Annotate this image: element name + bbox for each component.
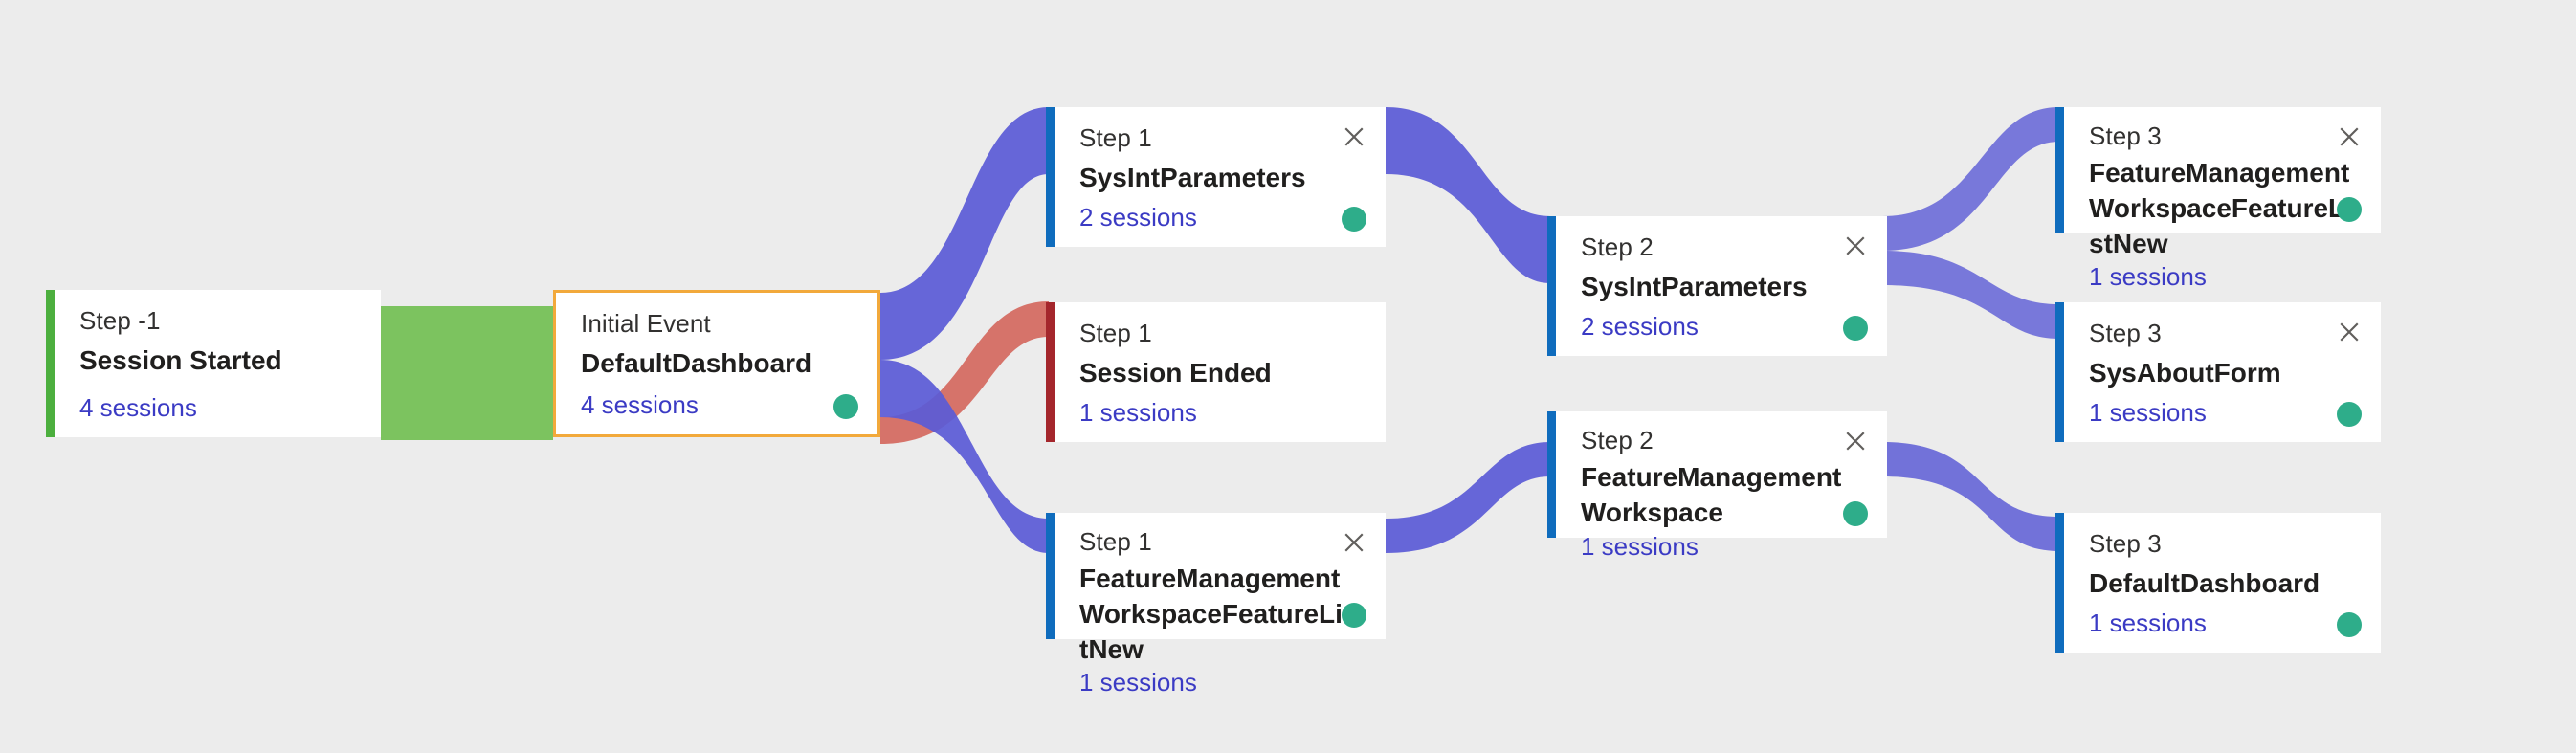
status-dot-icon bbox=[833, 394, 858, 419]
flow-initial-to-step1-featuremanagement[interactable] bbox=[880, 360, 1049, 553]
flow-step1-sysintparameters-to-step2-sysintparameters[interactable] bbox=[1386, 107, 1550, 283]
status-dot-icon bbox=[1342, 207, 1366, 232]
node-step-label: Step -1 bbox=[79, 306, 161, 335]
node-sessions-link[interactable]: 1 sessions bbox=[2089, 262, 2207, 292]
flow-step2-sysintparameters-to-step3-sysaboutform[interactable] bbox=[1882, 251, 2059, 339]
status-dot-icon bbox=[2337, 402, 2362, 427]
node-step-label: Initial Event bbox=[581, 309, 711, 338]
flow-step1-featuremanagement-to-step2-featuremanagement[interactable] bbox=[1386, 442, 1550, 553]
node-name: DefaultDashboard bbox=[581, 347, 812, 378]
node-sessions-link[interactable]: 4 sessions bbox=[79, 393, 197, 423]
node-card-body: Step -1 Session Started 4 sessions bbox=[55, 290, 381, 437]
node-accent-bar bbox=[1046, 302, 1055, 442]
node-accent-bar bbox=[2055, 107, 2064, 233]
node-sessions-link[interactable]: 1 sessions bbox=[2089, 398, 2207, 428]
node-card-step3-defaultdashboard[interactable]: Step 3 DefaultDashboard 1 sessions bbox=[2055, 513, 2381, 653]
node-step-label: Step 3 bbox=[2089, 122, 2162, 150]
node-name: FeatureManagementWorkspaceFeatureListNew bbox=[1079, 563, 1358, 664]
close-icon[interactable] bbox=[2335, 122, 2364, 151]
node-name: SysIntParameters bbox=[1581, 271, 1808, 301]
node-accent-bar bbox=[1046, 513, 1055, 639]
node-accent-bar bbox=[2055, 302, 2064, 442]
node-sessions-link[interactable]: 1 sessions bbox=[1079, 398, 1197, 428]
node-card-body: Step 3 SysAboutForm 1 sessions bbox=[2064, 302, 2381, 442]
status-dot-icon bbox=[2337, 612, 2362, 637]
node-sessions-link[interactable]: 2 sessions bbox=[1581, 312, 1699, 342]
node-card-body: Step 3 DefaultDashboard 1 sessions bbox=[2064, 513, 2381, 653]
status-dot-icon bbox=[2337, 197, 2362, 222]
close-icon[interactable] bbox=[1841, 427, 1870, 455]
node-card-body: Step 3 FeatureManagementWorkspaceFeature… bbox=[2064, 107, 2381, 291]
node-card-step3-sysaboutform[interactable]: Step 3 SysAboutForm 1 sessions bbox=[2055, 302, 2381, 442]
node-card-body: Step 1 SysIntParameters 2 sessions bbox=[1055, 107, 1386, 247]
node-accent-bar bbox=[1547, 411, 1556, 538]
node-sessions-link[interactable]: 2 sessions bbox=[1079, 203, 1197, 233]
node-step-label: Step 1 bbox=[1079, 319, 1152, 347]
node-step-label: Step 3 bbox=[2089, 529, 2162, 558]
flow-session-started-to-initial-event[interactable] bbox=[381, 306, 553, 440]
node-name: SysIntParameters bbox=[1079, 162, 1306, 192]
node-card-step2-sysintparameters[interactable]: Step 2 SysIntParameters 2 sessions bbox=[1547, 216, 1887, 356]
node-sessions-link[interactable]: 1 sessions bbox=[2089, 609, 2207, 638]
flow-step2-sysintparameters-to-step3-featuremanagement[interactable] bbox=[1882, 107, 2059, 251]
status-dot-icon bbox=[1843, 501, 1868, 526]
node-accent-bar bbox=[2055, 513, 2064, 653]
close-icon[interactable] bbox=[1841, 232, 1870, 260]
node-step-label: Step 3 bbox=[2089, 319, 2162, 347]
close-icon[interactable] bbox=[1340, 122, 1368, 151]
node-step-label: Step 2 bbox=[1581, 233, 1654, 261]
status-dot-icon bbox=[1342, 603, 1366, 628]
node-step-label: Step 1 bbox=[1079, 527, 1152, 556]
node-accent-bar bbox=[1046, 107, 1055, 247]
node-card-step1-sysintparameters[interactable]: Step 1 SysIntParameters 2 sessions bbox=[1046, 107, 1386, 247]
node-accent-bar bbox=[1547, 216, 1556, 356]
close-icon[interactable] bbox=[1340, 528, 1368, 557]
node-card-step1-session-ended[interactable]: Step 1 Session Ended 1 sessions bbox=[1046, 302, 1386, 442]
node-card-step3-featuremanagementworkspacefeaturelistnew[interactable]: Step 3 FeatureManagementWorkspaceFeature… bbox=[2055, 107, 2381, 291]
node-sessions-link[interactable]: 1 sessions bbox=[1581, 531, 1699, 561]
node-card-body: Step 1 Session Ended 1 sessions bbox=[1055, 302, 1386, 442]
node-card-body: Step 2 FeatureManagementWorkspace 1 sess… bbox=[1556, 411, 1887, 560]
node-card-body: Step 1 FeatureManagementWorkspaceFeature… bbox=[1055, 513, 1386, 697]
node-name: Session Ended bbox=[1079, 357, 1272, 388]
status-dot-icon bbox=[1843, 316, 1868, 341]
node-card-body: Step 2 SysIntParameters 2 sessions bbox=[1556, 216, 1887, 356]
flow-crossing-overlay bbox=[1882, 442, 2059, 551]
node-card-initial-event-defaultdashboard[interactable]: Initial Event DefaultDashboard 4 session… bbox=[553, 290, 880, 437]
node-step-label: Step 1 bbox=[1079, 123, 1152, 152]
node-sessions-link[interactable]: 1 sessions bbox=[1079, 668, 1197, 698]
node-name: SysAboutForm bbox=[2089, 357, 2281, 388]
node-name: Session Started bbox=[79, 344, 282, 375]
node-card-body: Initial Event DefaultDashboard 4 session… bbox=[556, 293, 877, 434]
node-card-session-started[interactable]: Step -1 Session Started 4 sessions bbox=[46, 290, 381, 437]
node-card-step1-featuremanagementworkspacefeaturelistnew[interactable]: Step 1 FeatureManagementWorkspaceFeature… bbox=[1046, 513, 1386, 697]
close-icon[interactable] bbox=[2335, 318, 2364, 346]
node-name: FeatureManagementWorkspaceFeatureListNew bbox=[2089, 157, 2352, 258]
node-name: FeatureManagementWorkspace bbox=[1581, 461, 1842, 527]
flow-step2-featuremanagement-to-step3-defaultdashboard[interactable] bbox=[1882, 442, 2059, 551]
node-name: DefaultDashboard bbox=[2089, 567, 2321, 598]
node-accent-bar bbox=[46, 290, 55, 437]
node-sessions-link[interactable]: 4 sessions bbox=[581, 390, 699, 420]
flow-initial-to-step1-sysintparameters[interactable] bbox=[880, 107, 1049, 360]
node-card-step2-featuremanagementworkspace[interactable]: Step 2 FeatureManagementWorkspace 1 sess… bbox=[1547, 411, 1887, 560]
node-step-label: Step 2 bbox=[1581, 426, 1654, 454]
